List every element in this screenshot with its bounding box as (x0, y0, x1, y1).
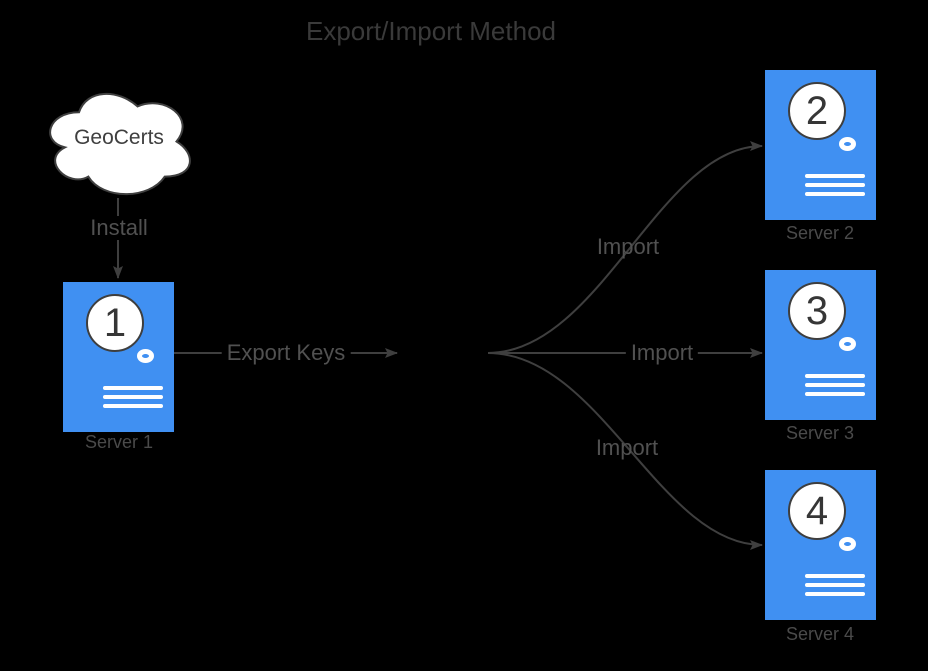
server-label-2: Server 2 (785, 223, 855, 243)
cloud-shape (49, 92, 191, 196)
ellipse-ring-icon (839, 337, 856, 351)
import-edge-label-server3: Import (625, 341, 699, 365)
vent-line (805, 383, 865, 387)
diagram-title: Export/Import Method (306, 16, 556, 46)
server-vents-icon (805, 374, 865, 401)
vent-line (103, 386, 163, 390)
server-vents-icon (103, 386, 163, 413)
ellipse-ring-icon (839, 137, 856, 151)
server-node-1: 1 (63, 282, 174, 432)
import-connector-server2 (487, 141, 763, 354)
vent-line (805, 374, 865, 378)
server-number-badge: 4 (788, 482, 846, 540)
server-label-4: Server 4 (785, 624, 855, 644)
server-number-badge: 2 (788, 82, 846, 140)
server-node-2: 2 (765, 70, 876, 220)
vent-line (805, 392, 865, 396)
server-label-3: Server 3 (785, 423, 855, 443)
cloud-label: GeoCerts (74, 126, 164, 149)
server-label-1: Server 1 (84, 432, 154, 452)
server-vents-icon (805, 574, 865, 601)
server-number: 1 (103, 300, 127, 345)
ellipse-ring-icon (137, 349, 154, 363)
import-edge-label-server2: Import (596, 234, 660, 259)
server-number-badge: 3 (788, 282, 846, 340)
server-number-badge: 1 (86, 294, 144, 352)
install-edge-label: Install (85, 216, 153, 240)
vent-line (103, 404, 163, 408)
vent-line (805, 183, 865, 187)
import-connector-server4 (487, 352, 763, 550)
export-keys-edge-label: Export Keys (221, 341, 351, 365)
server-number: 3 (805, 288, 829, 333)
vent-line (805, 592, 865, 596)
server-node-4: 4 (765, 470, 876, 620)
server-number: 2 (805, 88, 829, 133)
cloud-icon (49, 92, 191, 196)
server-node-3: 3 (765, 270, 876, 420)
vent-line (805, 192, 865, 196)
ellipse-ring-icon (839, 537, 856, 551)
vent-line (805, 174, 865, 178)
server-number: 4 (805, 488, 829, 533)
vent-line (103, 395, 163, 399)
server-vents-icon (805, 174, 865, 201)
vent-line (805, 583, 865, 587)
import-edge-label-server4: Import (595, 435, 659, 460)
vent-line (805, 574, 865, 578)
